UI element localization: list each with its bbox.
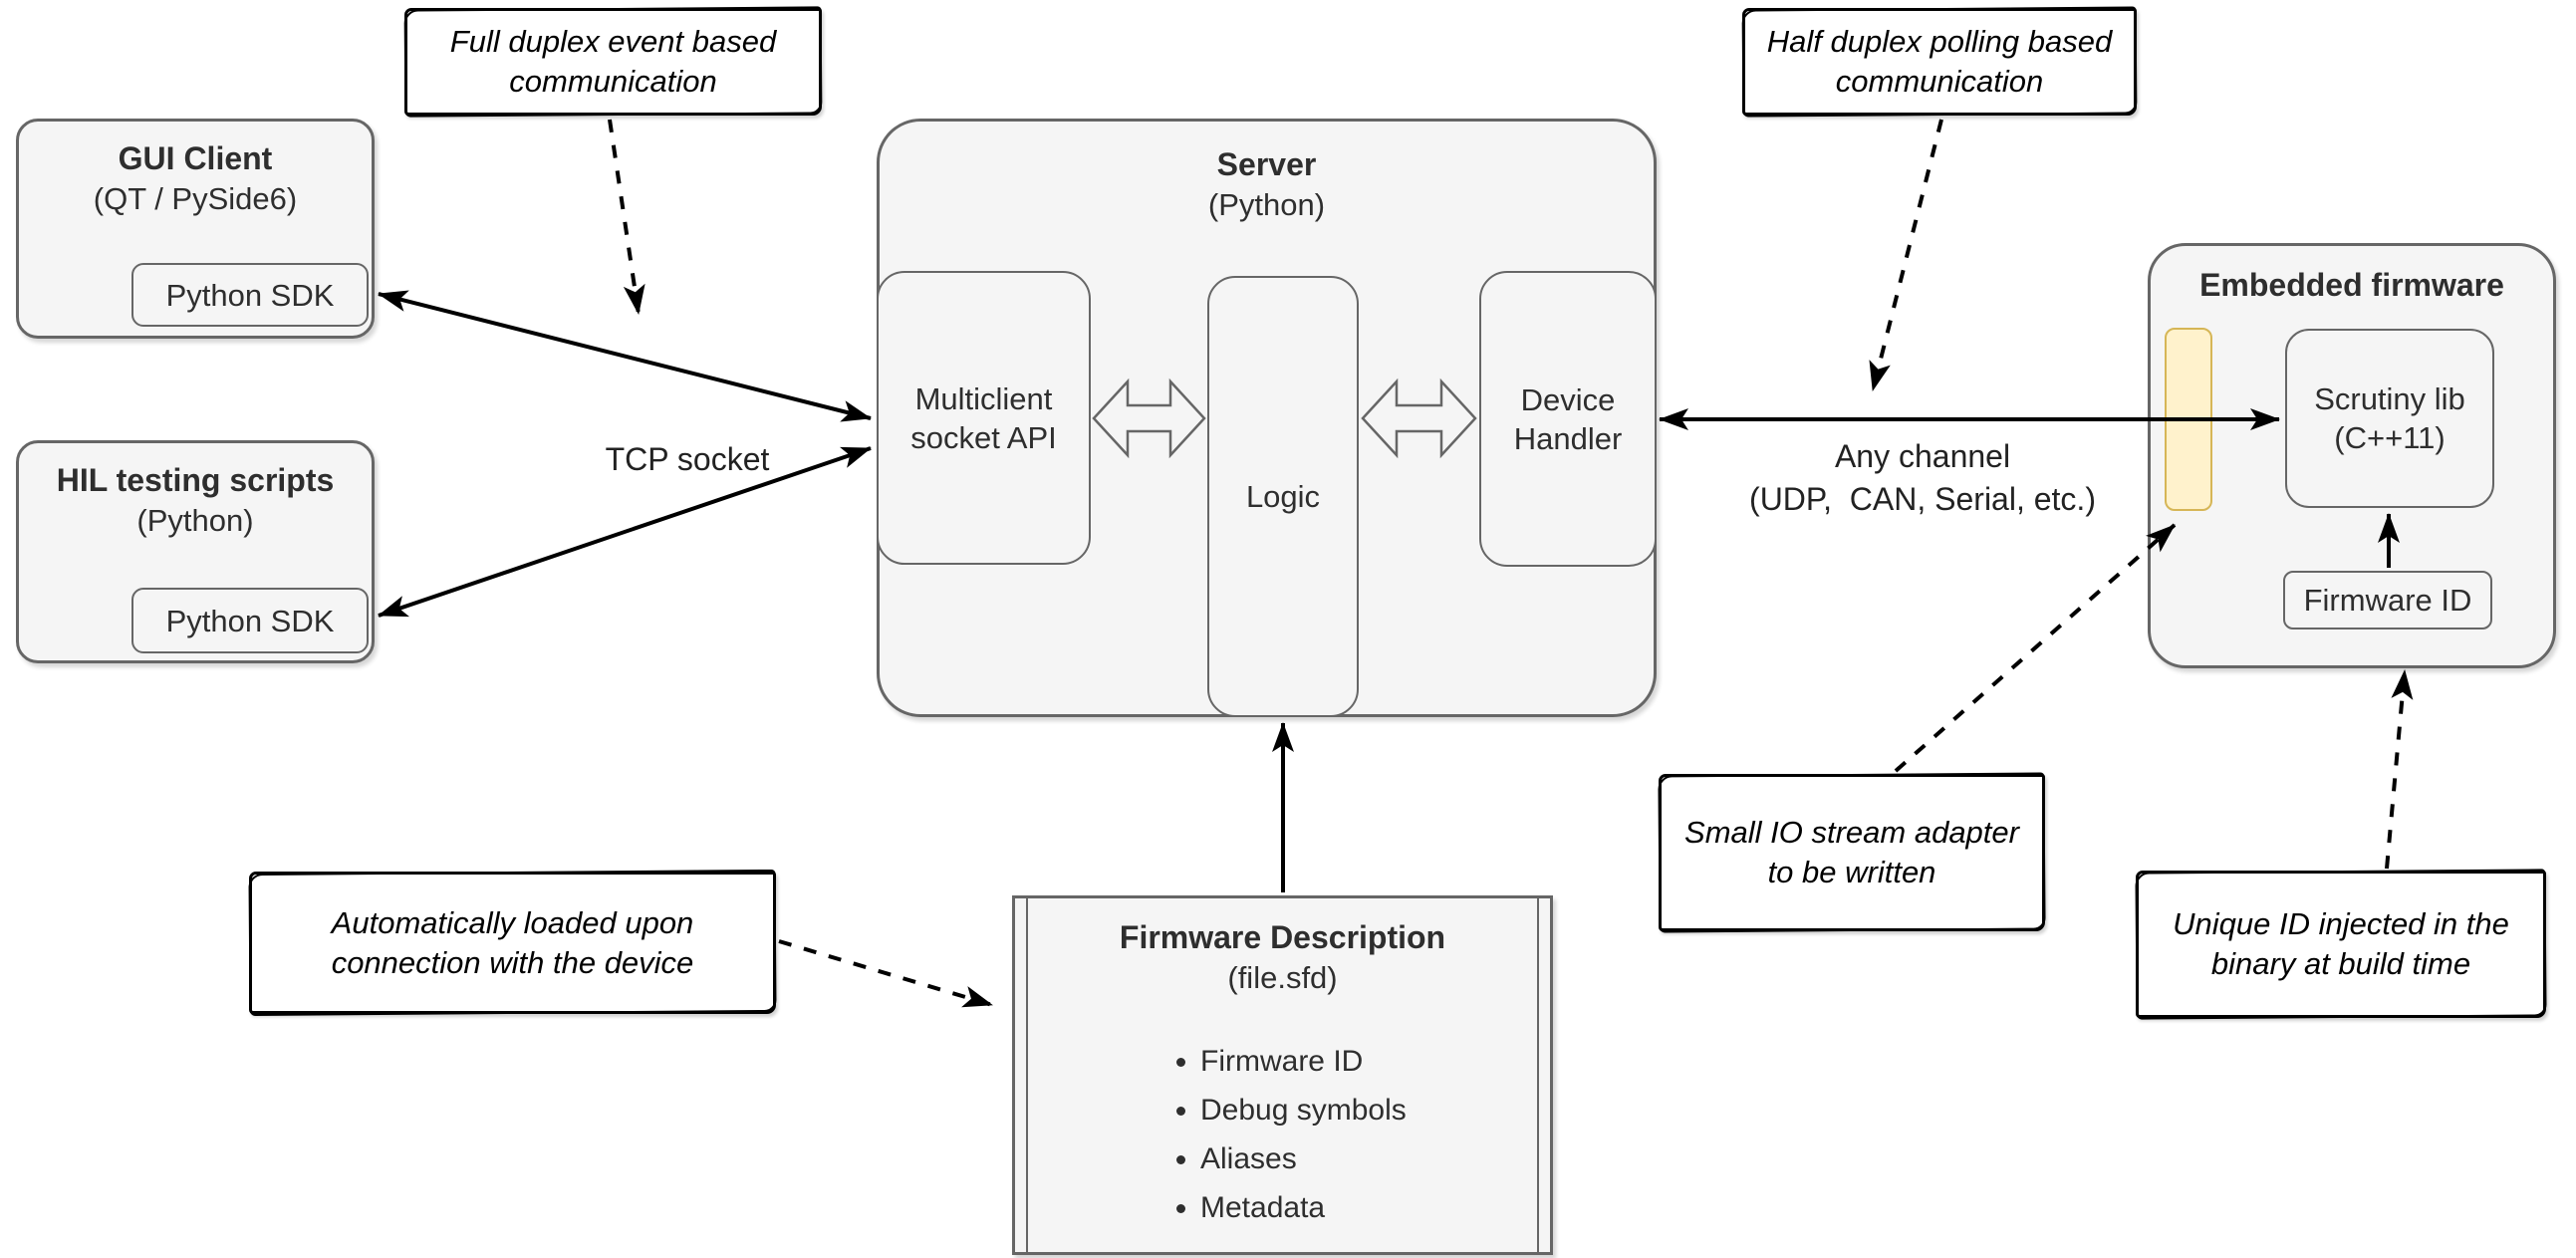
gui-client-title: GUI Client [118, 140, 273, 176]
scrutiny-lib-subtitle: (C++11) [2334, 420, 2446, 455]
embedded-firmware-title: Embedded firmware [2199, 267, 2504, 303]
firmware-id-label: Firmware ID [2303, 583, 2472, 618]
server-subtitle: (Python) [1207, 187, 1326, 222]
firmware-description-title: Firmware Description [1119, 919, 1446, 955]
annotation-small-io: Small IO stream adapter to be written [1659, 774, 2045, 931]
hil-scripts-title: HIL testing scripts [56, 462, 335, 498]
annotation-half-duplex: Half duplex polling based communication [1742, 8, 2137, 116]
hil-scripts-subtitle: (Python) [136, 503, 254, 538]
multiclient-socket-api-box: Multiclient socket API [877, 271, 1091, 565]
logic-label: Logic [1245, 479, 1321, 514]
device-handler-label: Device Handler [1513, 381, 1623, 456]
arrow-gui-sdk-to-server [378, 290, 872, 422]
firmware-description-box: Firmware Description (file.sfd) Firmware… [1012, 895, 1553, 1255]
logic-box: Logic [1207, 276, 1359, 717]
hil-python-sdk-label: Python SDK [165, 603, 335, 638]
dashed-arrow-full-duplex [608, 119, 645, 315]
gui-python-sdk-label: Python SDK [165, 277, 335, 313]
multiclient-socket-api-label: Multiclient socket API [910, 380, 1057, 455]
annotation-full-duplex: Full duplex event based communication [404, 8, 822, 116]
scrutiny-lib-title: Scrutiny lib [2314, 381, 2465, 416]
list-item: Debug symbols [1200, 1093, 1550, 1129]
device-handler-box: Device Handler [1479, 271, 1657, 567]
any-channel-line2: (UDP, CAN, Serial, etc.) [1749, 481, 2096, 517]
firmware-description-list: Firmware ID Debug symbols Aliases Metada… [1164, 1044, 1550, 1239]
gui-python-sdk-box: Python SDK [131, 263, 369, 327]
annotation-unique-id: Unique ID injected in the binary at buil… [2136, 871, 2546, 1018]
list-item: Metadata [1200, 1190, 1550, 1226]
hil-python-sdk-box: Python SDK [131, 588, 369, 653]
gui-client-subtitle: (QT / PySide6) [93, 181, 298, 216]
any-channel-label: Any channel (UDP, CAN, Serial, etc.) [1674, 435, 2172, 521]
list-item: Aliases [1200, 1141, 1550, 1177]
tcp-socket-label: TCP socket [605, 441, 770, 477]
dashed-arrow-small-io [1894, 523, 2177, 773]
scrutiny-lib-box: Scrutiny lib (C++11) [2285, 329, 2494, 508]
firmware-id-box: Firmware ID [2283, 571, 2492, 629]
firmware-description-subtitle: (file.sfd) [1227, 960, 1338, 995]
list-item: Firmware ID [1200, 1044, 1550, 1080]
server-title: Server [1216, 146, 1317, 182]
dashed-arrow-unique-id [2385, 669, 2414, 870]
dashed-arrow-auto-loaded [778, 939, 993, 1008]
annotation-auto-loaded: Automatically loaded upon connection wit… [249, 872, 776, 1014]
io-stream-adapter-highlight [2165, 328, 2212, 511]
any-channel-line1: Any channel [1834, 438, 2011, 474]
dashed-arrow-half-duplex [1869, 119, 1943, 391]
